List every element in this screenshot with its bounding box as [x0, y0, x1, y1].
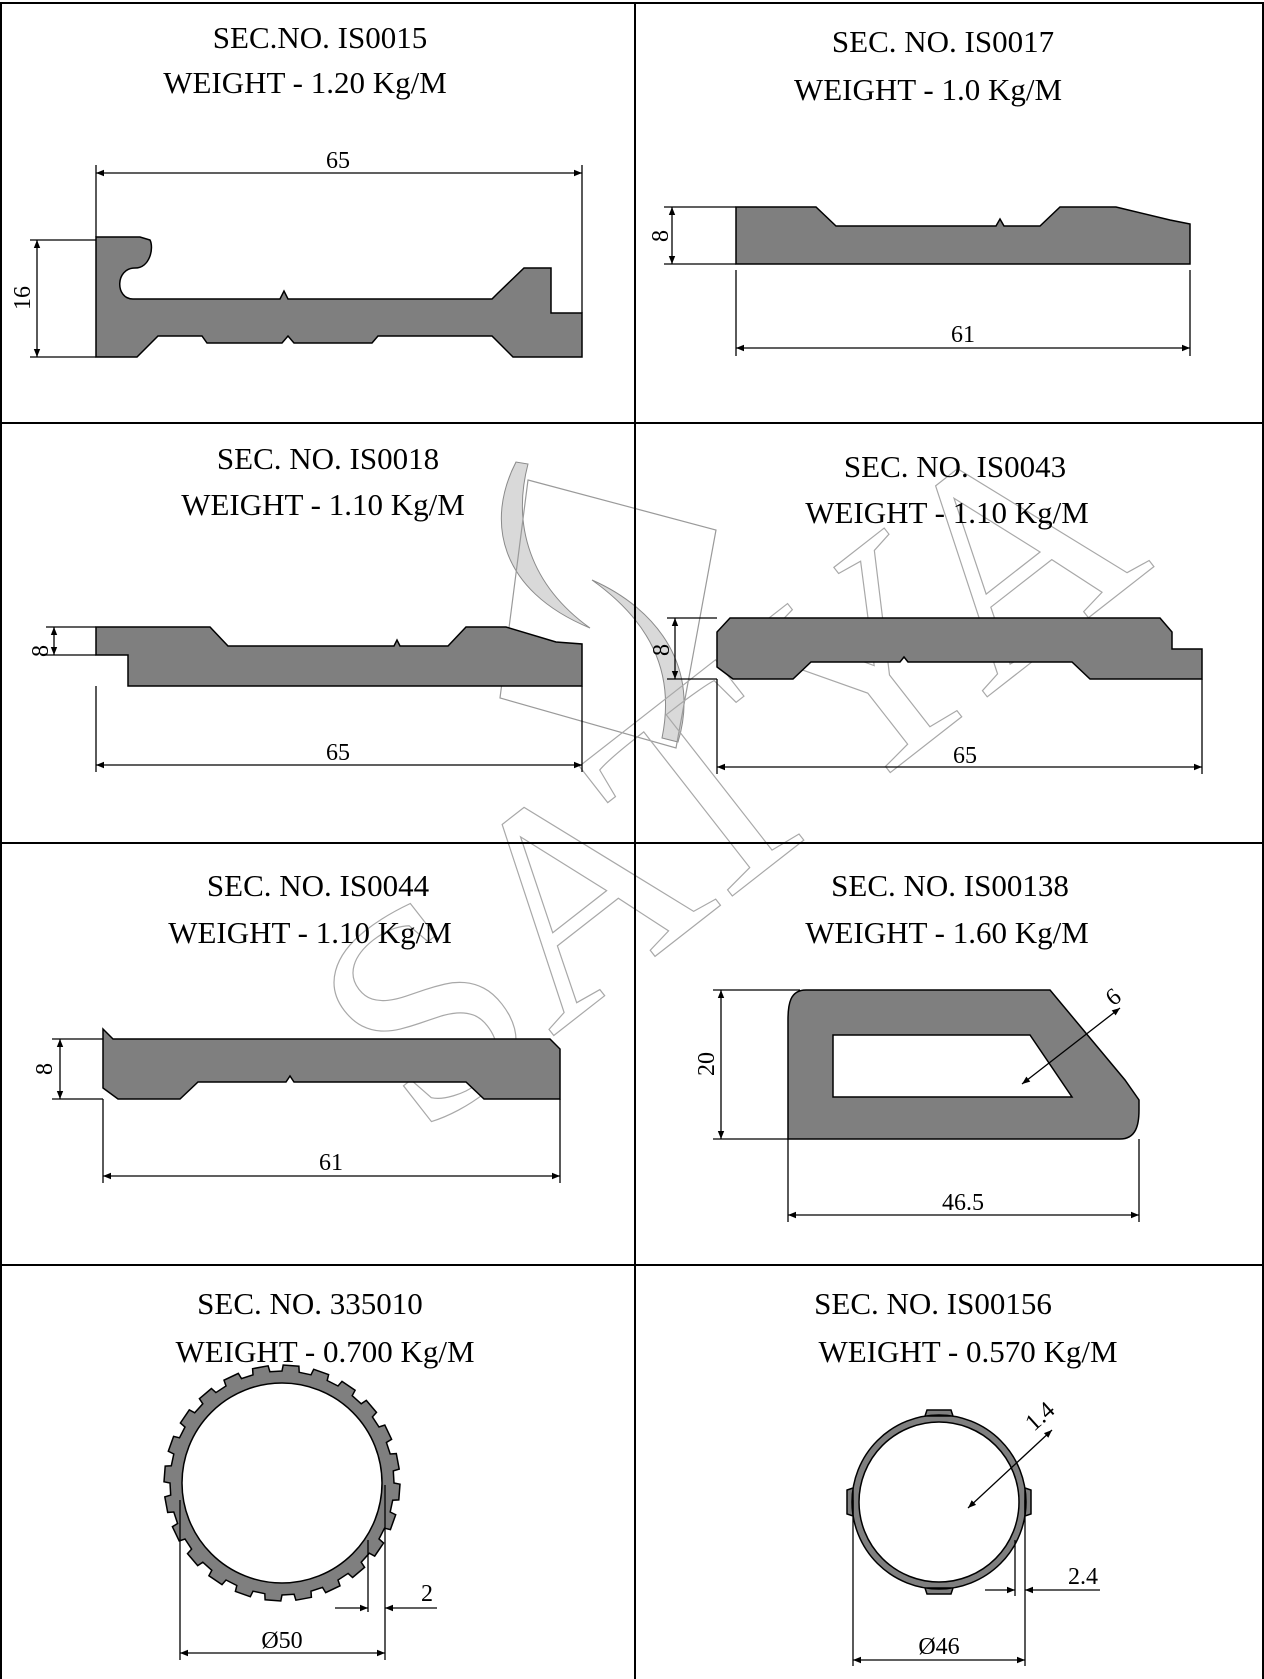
profile-is0018 [95, 626, 583, 687]
profile-is0044 [102, 1027, 561, 1100]
section-weight: WEIGHT - 1.20 Kg/M [163, 65, 447, 100]
dim-label-height: 16 [10, 286, 36, 310]
dim-label-width: 61 [319, 1150, 343, 1176]
dim-label-width: 65 [326, 740, 350, 766]
dim-line-wall [967, 1429, 1053, 1509]
dim-label-rib: 2.4 [1068, 1564, 1098, 1590]
section-number: SEC. NO. IS0018 [217, 441, 439, 476]
section-weight: WEIGHT - 1.0 Kg/M [794, 72, 1062, 107]
section-card-is0044: SEC. NO. IS0044 WEIGHT - 1.10 Kg/M 61 8 [32, 868, 561, 1183]
section-card-is0015: SEC.NO. IS0015 WEIGHT - 1.20 Kg/M 65 16 [10, 20, 583, 358]
dim-label-height: 20 [694, 1052, 720, 1076]
section-weight: WEIGHT - 1.60 Kg/M [805, 915, 1089, 950]
section-card-is0043: SEC. NO. IS0043 WEIGHT - 1.10 Kg/M 65 8 [649, 449, 1203, 774]
dim-label-height: 8 [648, 230, 674, 242]
section-weight: WEIGHT - 1.10 Kg/M [181, 487, 465, 522]
dim-label-height: 8 [28, 645, 54, 657]
section-card-335010: SEC. NO. 335010 WEIGHT - 0.700 Kg/M Ø50 … [163, 1286, 475, 1660]
section-number: SEC. NO. IS00138 [831, 868, 1069, 903]
section-card-is0017: SEC. NO. IS0017 WEIGHT - 1.0 Kg/M 61 8 [648, 24, 1191, 356]
dim-label-height: 8 [649, 644, 675, 656]
profile-335010 [163, 1364, 401, 1602]
dim-label-width: 65 [326, 148, 350, 174]
dim-label-diameter: Ø50 [261, 1628, 302, 1654]
watermark-swoosh-upper [500, 461, 591, 629]
dim-label-width: 65 [953, 743, 977, 769]
section-number: SEC. NO. IS00156 [814, 1286, 1052, 1321]
section-number: SEC. NO. 335010 [197, 1286, 423, 1321]
section-card-is00138: SEC. NO. IS00138 WEIGHT - 1.60 Kg/M 6 46… [694, 868, 1140, 1222]
profile-is0043 [716, 617, 1203, 680]
dim-label-height: 8 [32, 1063, 58, 1075]
dim-label-width: 61 [951, 322, 975, 348]
section-card-is0018: SEC. NO. IS0018 WEIGHT - 1.10 Kg/M 65 8 [28, 441, 583, 772]
watermark-frame [499, 479, 717, 749]
section-weight: WEIGHT - 0.700 Kg/M [175, 1334, 474, 1369]
section-card-is00156: SEC. NO. IS00156 WEIGHT - 0.570 Kg/M 1.4… [814, 1286, 1118, 1666]
profile-is00156 [846, 1409, 1032, 1595]
profile-is00138-cavity [832, 1034, 1074, 1098]
section-number: SEC.NO. IS0015 [213, 20, 427, 55]
section-weight: WEIGHT - 1.10 Kg/M [805, 495, 1089, 530]
dim-label-diameter: Ø46 [918, 1634, 959, 1660]
profile-is0017 [735, 206, 1191, 265]
dim-label-wall: 2 [421, 1581, 433, 1607]
section-number: SEC. NO. IS0044 [207, 868, 430, 903]
section-number: SEC. NO. IS0043 [844, 449, 1066, 484]
dim-line-wall [1021, 1007, 1121, 1085]
section-number: SEC. NO. IS0017 [832, 24, 1054, 59]
watermark-swoosh-lower [591, 579, 685, 743]
dim-label-width: 46.5 [942, 1190, 984, 1216]
dim-label-wall: 6 [1101, 984, 1126, 1012]
section-weight: WEIGHT - 1.10 Kg/M [168, 915, 452, 950]
dim-label-wall: 1.4 [1020, 1397, 1060, 1436]
profile-is0015 [95, 236, 583, 358]
section-weight: WEIGHT - 0.570 Kg/M [818, 1334, 1117, 1369]
